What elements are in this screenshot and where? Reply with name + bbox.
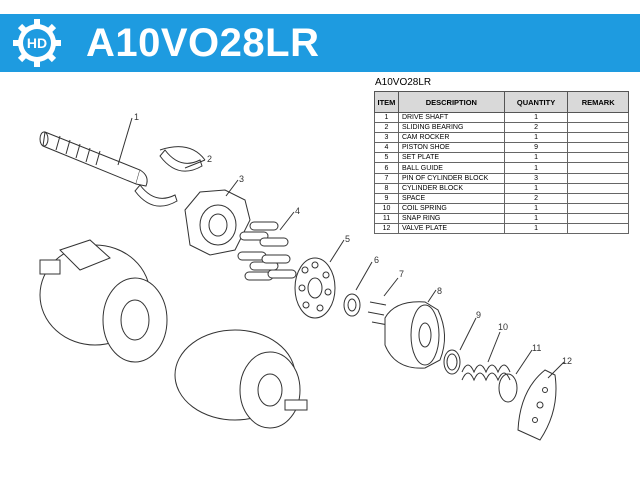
callout-1: 1 — [134, 112, 139, 122]
cylinder-pin-part — [367, 277, 399, 326]
hd-gear-logo-icon: HD — [13, 19, 61, 67]
piston-shoe-part — [237, 211, 297, 281]
callout-4: 4 — [295, 206, 300, 216]
cell-quantity: 1 — [503, 223, 569, 235]
drive-shaft-part — [39, 117, 148, 187]
space-ring-part — [443, 317, 477, 375]
cam-rocker-part — [184, 179, 251, 256]
cell-description: VALVE PLATE — [397, 223, 505, 235]
callout-8: 8 — [437, 286, 442, 296]
set-plate-part — [294, 239, 345, 319]
callout-3: 3 — [239, 174, 244, 184]
assembled-pump-view-left — [39, 239, 168, 363]
col-header-remark: REMARK — [567, 91, 629, 113]
coil-spring-part — [461, 331, 511, 382]
sliding-bearing-part — [134, 146, 206, 207]
snap-ring-part — [498, 349, 533, 403]
callout-10: 10 — [498, 322, 508, 332]
callout-11: 11 — [532, 343, 541, 353]
header-bar — [0, 14, 640, 72]
assembled-pump-view-bottom — [174, 329, 308, 429]
cell-remark — [567, 223, 629, 235]
callout-12: 12 — [562, 356, 572, 366]
callout-7: 7 — [399, 269, 404, 279]
callout-9: 9 — [476, 310, 481, 320]
page-title: A10VO28LR — [86, 21, 320, 65]
callout-2: 2 — [207, 154, 212, 164]
exploded-parts-drawing: 1 2 3 4 5 6 7 8 9 10 11 12 — [39, 112, 572, 441]
callout-6: 6 — [374, 255, 379, 265]
callout-5: 5 — [345, 234, 350, 244]
logo-text: HD — [27, 35, 47, 51]
table-caption: A10VO28LR — [375, 77, 432, 88]
col-header-description: DESCRIPTION — [397, 91, 505, 113]
ball-guide-part — [343, 261, 373, 317]
valve-plate-part — [517, 361, 565, 441]
cylinder-block-part — [384, 289, 445, 369]
